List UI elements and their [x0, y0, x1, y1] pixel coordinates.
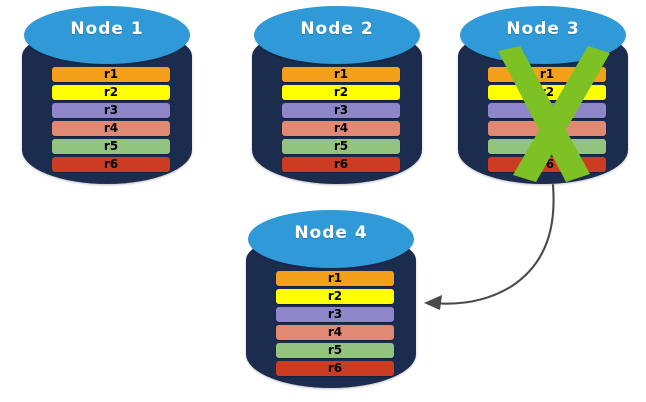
node-cylinder-node3[interactable]: Node 3 r1 r2 r3 r4 r5 r6: [458, 6, 628, 184]
data-row[interactable]: r3: [282, 103, 400, 118]
cylinder-top-ellipse: [248, 210, 414, 268]
data-row[interactable]: r2: [52, 85, 170, 100]
cylinder-top-ellipse: [24, 6, 190, 64]
data-row[interactable]: r5: [276, 343, 394, 358]
data-row[interactable]: r5: [488, 139, 606, 154]
row-stack: r1 r2 r3 r4 r5 r6: [52, 67, 170, 172]
row-stack: r1 r2 r3 r4 r5 r6: [488, 67, 606, 172]
node-cylinder-node1[interactable]: Node 1 r1 r2 r3 r4 r5 r6: [22, 6, 192, 184]
row-stack: r1 r2 r3 r4 r5 r6: [282, 67, 400, 172]
data-row[interactable]: r4: [488, 121, 606, 136]
node-title: Node 2: [300, 19, 374, 39]
node-title: Node 1: [70, 19, 144, 39]
data-row[interactable]: r2: [282, 85, 400, 100]
data-row[interactable]: r1: [276, 271, 394, 286]
data-row[interactable]: r4: [282, 121, 400, 136]
cylinder-top-ellipse: [254, 6, 420, 64]
data-row[interactable]: r1: [488, 67, 606, 82]
data-row[interactable]: r1: [282, 67, 400, 82]
data-row[interactable]: r6: [488, 157, 606, 172]
data-row[interactable]: r2: [276, 289, 394, 304]
data-row[interactable]: r1: [52, 67, 170, 82]
node-title: Node 4: [294, 223, 368, 243]
data-row[interactable]: r3: [276, 307, 394, 322]
data-row[interactable]: r2: [488, 85, 606, 100]
data-row[interactable]: r3: [488, 103, 606, 118]
node-cylinder-node2[interactable]: Node 2 r1 r2 r3 r4 r5 r6: [252, 6, 422, 184]
node-title: Node 3: [506, 19, 580, 39]
node-cylinder-node4[interactable]: Node 4 r1 r2 r3 r4 r5 r6: [246, 210, 416, 388]
data-row[interactable]: r6: [282, 157, 400, 172]
data-row[interactable]: r3: [52, 103, 170, 118]
data-row[interactable]: r4: [276, 325, 394, 340]
row-stack: r1 r2 r3 r4 r5 r6: [276, 271, 394, 376]
data-row[interactable]: r5: [282, 139, 400, 154]
data-row[interactable]: r5: [52, 139, 170, 154]
data-row[interactable]: r4: [52, 121, 170, 136]
data-row[interactable]: r6: [52, 157, 170, 172]
data-row[interactable]: r6: [276, 361, 394, 376]
